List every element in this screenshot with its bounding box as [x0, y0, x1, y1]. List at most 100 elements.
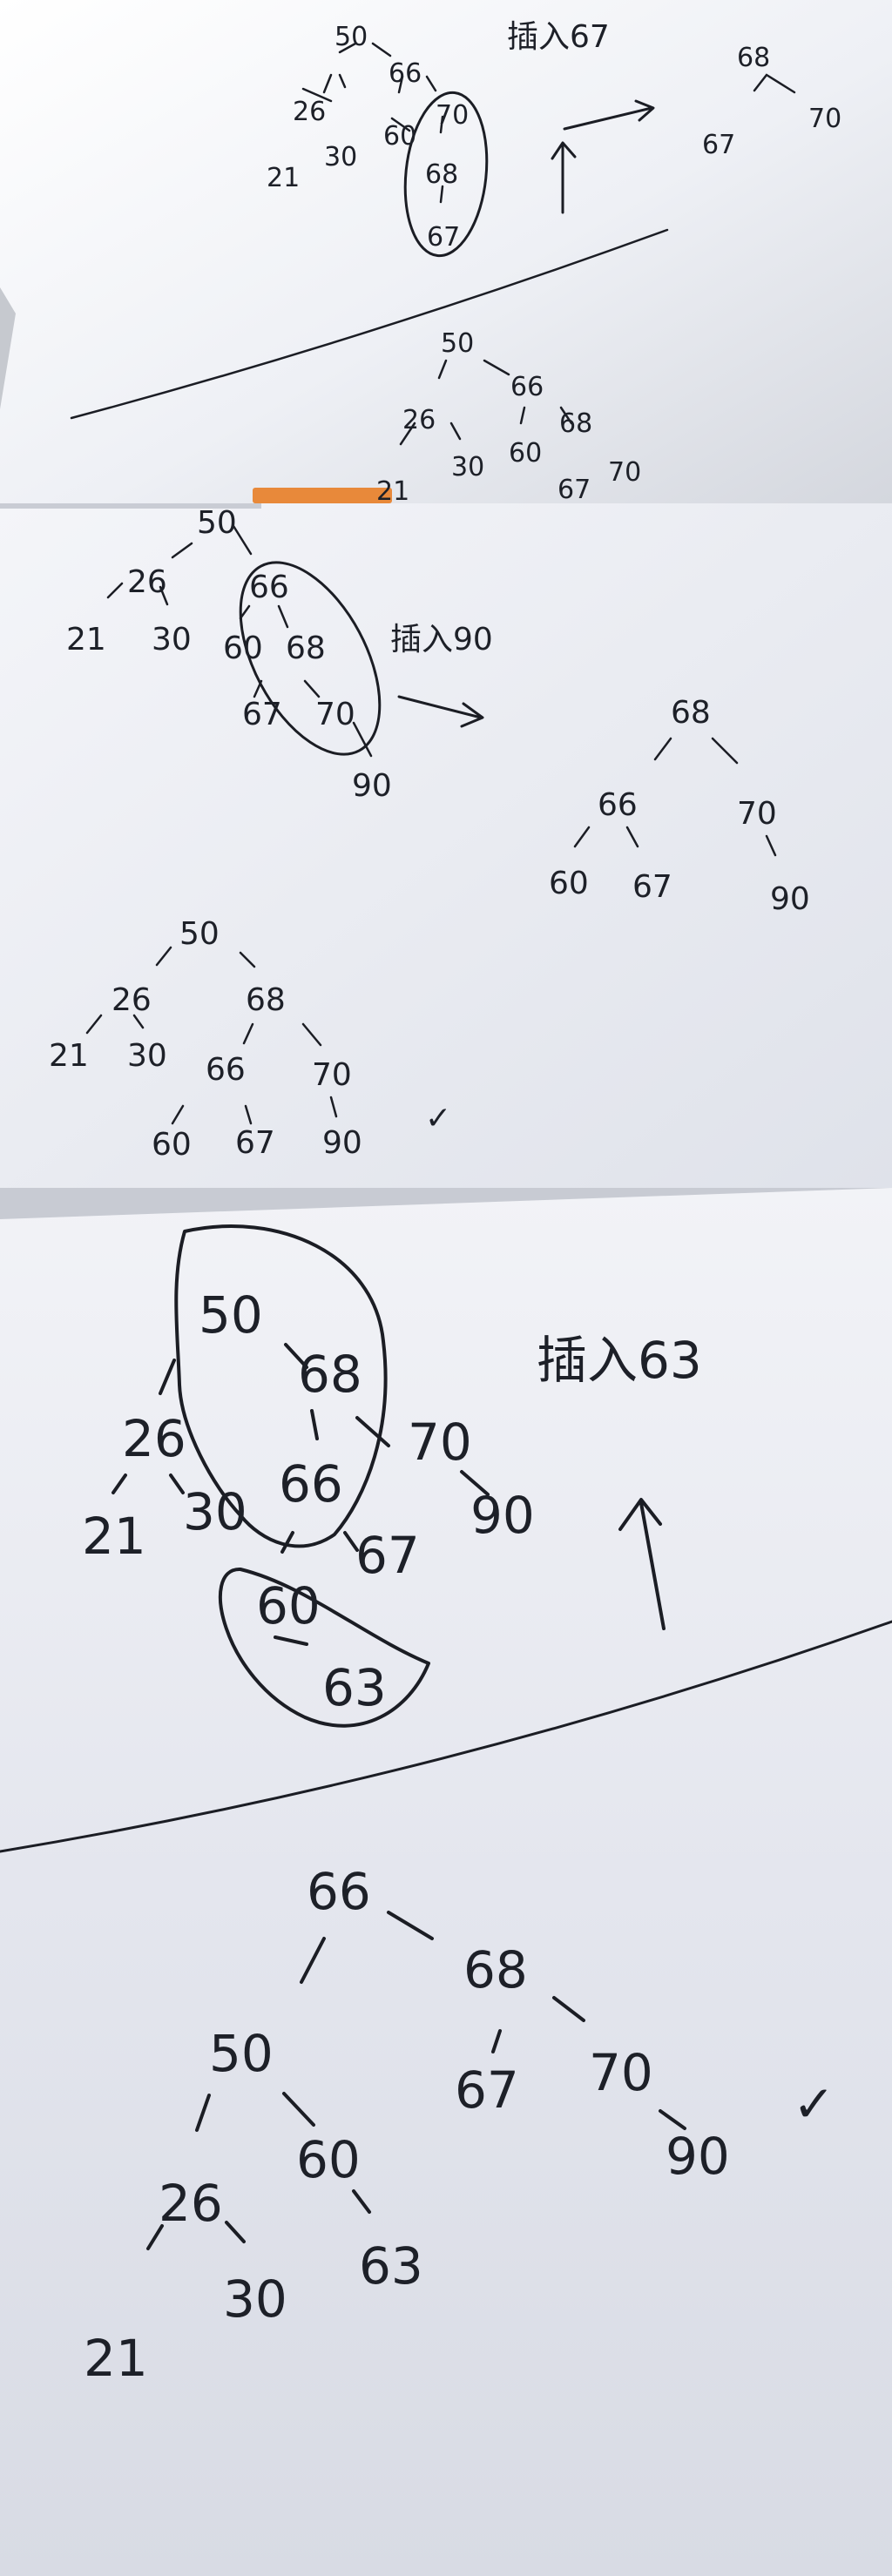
- tree-node: 50: [199, 1285, 263, 1345]
- tree-node: 21: [49, 1038, 89, 1074]
- tree-node: 30: [324, 142, 357, 172]
- tree-node: 30: [152, 622, 192, 657]
- tree-node: 30: [183, 1482, 247, 1541]
- tree-node: 21: [82, 1507, 146, 1566]
- tree-node: 68: [463, 1940, 528, 1999]
- tree-node: 67: [455, 2060, 519, 2120]
- tree-node: 66: [307, 1862, 371, 1921]
- tree-node: 90: [770, 881, 810, 917]
- tree-node: 30: [127, 1038, 167, 1074]
- check-mark: ✓: [425, 1101, 451, 1136]
- paper-sheet: [0, 1188, 892, 2576]
- tree-node: 26: [112, 982, 152, 1018]
- tree-node: 68: [298, 1345, 362, 1404]
- tree-before: 50 26 66 21 30 60 68 67 70 90: [66, 505, 392, 804]
- tree-node: 70: [315, 697, 355, 732]
- tree-node: 66: [206, 1052, 246, 1088]
- tree-node: 70: [808, 104, 841, 134]
- insert-label: 插入67: [507, 19, 610, 55]
- tree-node: 60: [256, 1576, 321, 1635]
- tree-node: 50: [179, 916, 220, 952]
- tree-node: 60: [549, 866, 589, 901]
- right-arrow: [397, 695, 484, 728]
- tree-node: 60: [152, 1127, 192, 1163]
- orange-object: [253, 488, 392, 503]
- tree-node: 67: [632, 869, 672, 905]
- tree-node: 30: [223, 2269, 287, 2329]
- tree-after: 50 26 68 21 30 66 70 60 67 90: [49, 916, 362, 1163]
- tree-node: 70: [436, 100, 469, 131]
- tree-node: 70: [589, 2043, 653, 2102]
- tree-node: 68: [286, 631, 326, 666]
- tree-node: 70: [408, 1413, 472, 1472]
- tree-node: 63: [322, 1658, 387, 1717]
- paper-sheet: [0, 503, 892, 1188]
- tree-node: 68: [425, 159, 458, 190]
- tree-node: 67: [558, 475, 591, 505]
- tree-after: 50 26 66 21 30 60 68 67 70: [376, 328, 641, 507]
- tree-node: 50: [441, 328, 474, 359]
- tree-node: 68: [671, 695, 711, 731]
- tree-before: 50 68 26 66 70 21 30 67 90 60 63: [82, 1224, 535, 1728]
- highlight-circle: [174, 1224, 388, 1548]
- paper-sheet: [0, 0, 892, 503]
- tree-node: 26: [159, 2174, 223, 2233]
- tree-node: 60: [509, 438, 542, 469]
- up-arrow: [551, 141, 577, 214]
- tree-node: 90: [470, 1486, 535, 1545]
- tree-node: 63: [359, 2236, 423, 2296]
- tree-node: 26: [293, 97, 326, 127]
- tree-node: 50: [209, 2024, 274, 2083]
- tree-node: 21: [376, 476, 409, 507]
- photo-3: 50 68 26 66 70 21 30 67 90 60 63 插入63 66…: [0, 1188, 892, 2576]
- insert-label: 插入90: [390, 622, 493, 657]
- tree-node: 21: [84, 2329, 148, 2388]
- tree-node: 70: [312, 1057, 352, 1093]
- tree-after: 66 50 68 26 60 67 70 21 30 63 90: [84, 1862, 730, 2388]
- tree-node: 67: [427, 222, 460, 253]
- tree-node: 68: [246, 982, 286, 1018]
- tree-node: 67: [242, 697, 282, 732]
- tree-node: 50: [197, 505, 237, 541]
- tree-node: 21: [267, 163, 300, 193]
- right-arrow: [563, 99, 655, 131]
- photo-2: 50 26 66 21 30 60 68 67 70 90 插入90 68 66…: [0, 503, 892, 1188]
- tree-node: 30: [451, 452, 484, 482]
- divider-line: [70, 228, 669, 420]
- tree-node: 67: [702, 130, 735, 160]
- tree-node: 68: [737, 43, 770, 73]
- rotated-subtree: 68 66 70 60 67 90: [549, 695, 810, 917]
- highlight-circle: [403, 91, 489, 258]
- tree-node: 70: [608, 457, 641, 488]
- tree-node: 70: [737, 796, 777, 832]
- tree-node: 90: [666, 2127, 730, 2186]
- tree-node: 66: [598, 787, 638, 823]
- tree-node: 66: [249, 570, 289, 605]
- check-mark: ✓: [793, 2074, 835, 2134]
- tree-node: 67: [235, 1125, 275, 1161]
- insert-label: 插入63: [537, 1331, 702, 1390]
- tree-node: 60: [223, 631, 263, 666]
- tree-before: 50 26 66 21 30 60 70 68 67: [267, 22, 489, 258]
- tree-node: 60: [296, 2130, 361, 2189]
- tree-node: 67: [355, 1526, 420, 1585]
- divider-line: [0, 1620, 892, 1853]
- up-arrow: [618, 1498, 666, 1630]
- tree-node: 26: [122, 1409, 186, 1468]
- rotated-subtree: 68 67 70: [702, 43, 841, 160]
- tree-node: 26: [127, 564, 167, 600]
- tree-node: 90: [352, 768, 392, 804]
- tree-node: 26: [402, 405, 436, 435]
- highlight-circle: [219, 1567, 430, 1728]
- photo-1: 50 26 66 21 30 60 70 68 67 插入67 68 67 70…: [0, 0, 892, 507]
- tree-node: 90: [322, 1125, 362, 1161]
- tree-node: 66: [510, 372, 544, 402]
- tree-node: 66: [279, 1454, 343, 1514]
- tree-node: 66: [389, 58, 422, 89]
- tree-node: 68: [559, 408, 592, 439]
- tree-node: 50: [334, 22, 368, 52]
- tree-node: 60: [383, 121, 416, 152]
- tree-node: 21: [66, 622, 106, 657]
